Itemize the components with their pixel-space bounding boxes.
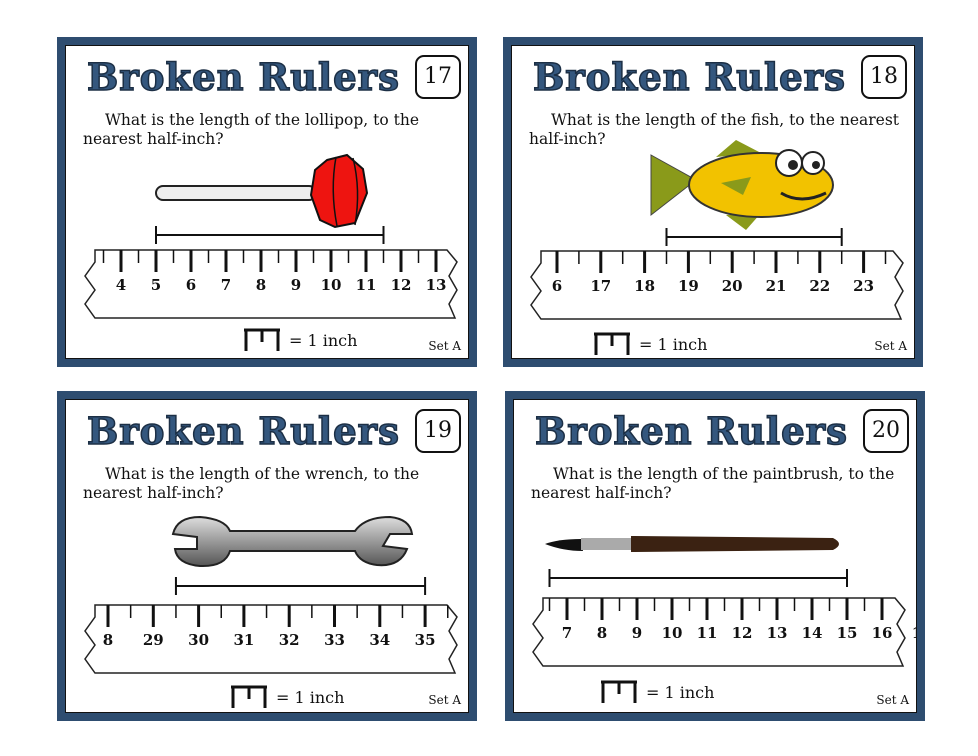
ruler-label: 6 [186, 276, 196, 294]
ruler-label: 9 [291, 276, 301, 294]
inch-legend: = 1 inch [600, 680, 714, 704]
measurement-bar [155, 226, 385, 244]
ruler-label: 30 [188, 631, 209, 649]
broken-ruler: 8 29 30 31 32 33 34 35 [84, 577, 458, 674]
card-title: Broken Rulers [532, 54, 846, 100]
broken-ruler: 7 8 9 10 11 12 13 14 15 16 1 [532, 569, 917, 667]
ruler-label: 29 [143, 631, 164, 649]
card-number: 17 [415, 55, 461, 99]
task-card-17: Broken Rulers 17 What is the length of t… [57, 37, 477, 367]
measurement-bar [174, 577, 427, 595]
broken-ruler: 4 5 6 7 8 9 10 11 12 13 [84, 226, 458, 319]
fish-illustration [650, 140, 834, 230]
broken-ruler: 6 17 18 19 20 21 22 23 [530, 228, 904, 320]
lollipop-illustration [155, 153, 369, 229]
task-card-18: Broken Rulers 18 What is the length of t… [503, 37, 923, 367]
inch-tick-icon [231, 685, 267, 708]
ruler-label: 32 [279, 631, 300, 649]
measurement-bar [548, 569, 848, 587]
set-label: Set A [874, 339, 907, 353]
inch-legend: = 1 inch [593, 332, 707, 356]
legend-text: = 1 inch [289, 330, 358, 350]
ruler-label: 8 [103, 631, 113, 649]
ruler-label: 19 [678, 277, 699, 295]
ruler-body [530, 250, 904, 320]
ruler-label: 17 [590, 277, 611, 295]
ruler-label: 20 [722, 277, 743, 295]
ruler-label: 4 [116, 276, 126, 294]
inch-tick-icon [244, 328, 280, 351]
legend-text: = 1 inch [276, 687, 345, 707]
ruler-label: 1 [912, 624, 917, 642]
ruler-label: 8 [597, 624, 607, 642]
set-label: Set A [876, 693, 909, 707]
ruler-label: 16 [872, 624, 893, 642]
card-title: Broken Rulers [86, 54, 400, 100]
card-number: 19 [415, 409, 461, 453]
ruler-label: 10 [321, 276, 342, 294]
ruler-label: 14 [802, 624, 823, 642]
ruler-label: 7 [562, 624, 572, 642]
legend-text: = 1 inch [646, 682, 715, 702]
legend-text: = 1 inch [639, 334, 708, 354]
ruler-label: 8 [256, 276, 266, 294]
ruler-label: 23 [853, 277, 874, 295]
inch-tick-icon [601, 680, 637, 703]
ruler-label: 15 [837, 624, 858, 642]
card-number: 20 [863, 409, 909, 453]
ruler-label: 31 [233, 631, 254, 649]
ruler-label: 6 [552, 277, 562, 295]
ruler-label: 35 [415, 631, 436, 649]
task-card-20: Broken Rulers 20 What is the length of t… [505, 391, 925, 721]
ruler-label: 12 [391, 276, 412, 294]
ruler-label: 33 [324, 631, 345, 649]
ruler-label: 22 [809, 277, 830, 295]
ruler-label: 13 [426, 276, 447, 294]
paintbrush-illustration [545, 536, 839, 552]
task-card-19: Broken Rulers 19 What is the length of t… [57, 391, 477, 721]
ruler-label: 18 [634, 277, 655, 295]
ruler-label: 13 [767, 624, 788, 642]
question-text: What is the length of the fish, to the n… [529, 111, 900, 148]
card-title: Broken Rulers [86, 408, 400, 454]
inch-legend: = 1 inch [243, 328, 357, 352]
ruler-label: 5 [151, 276, 161, 294]
question-text: What is the length of the lollipop, to t… [83, 111, 420, 148]
ruler-body [84, 249, 458, 319]
ruler-label: 9 [632, 624, 642, 642]
measurement-bar [665, 228, 843, 246]
inch-legend: = 1 inch [230, 685, 344, 709]
ruler-label: 11 [697, 624, 718, 642]
ruler-label: 11 [356, 276, 377, 294]
question-text: What is the length of the paintbrush, to… [531, 465, 895, 502]
ruler-body [84, 604, 458, 674]
card-number: 18 [861, 55, 907, 99]
wrench-illustration [171, 515, 414, 568]
set-label: Set A [428, 693, 461, 707]
ruler-label: 10 [662, 624, 683, 642]
ruler-label: 21 [766, 277, 787, 295]
question-text: What is the length of the wrench, to the… [83, 465, 420, 502]
card-title: Broken Rulers [534, 408, 848, 454]
ruler-label: 12 [732, 624, 753, 642]
inch-tick-icon [594, 332, 630, 355]
set-label: Set A [428, 339, 461, 353]
ruler-label: 7 [221, 276, 231, 294]
ruler-label: 34 [369, 631, 390, 649]
